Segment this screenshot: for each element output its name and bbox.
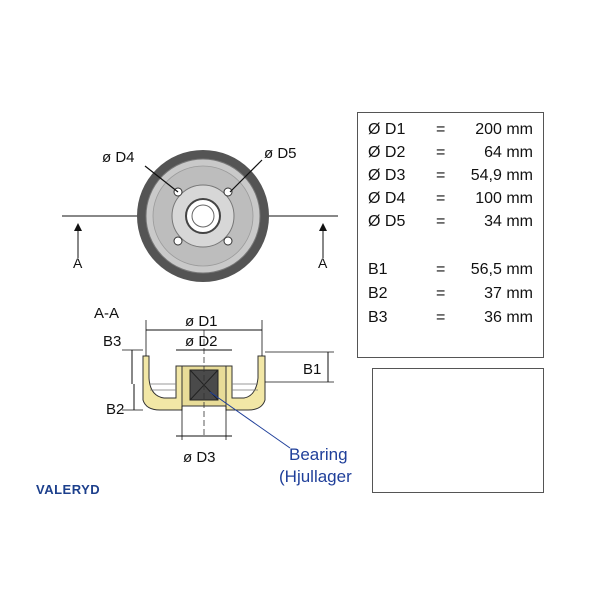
bolt-hole xyxy=(223,187,233,197)
label-d2: ø D2 xyxy=(185,333,218,350)
spec-row: B2 = 37 mm xyxy=(358,285,543,307)
spec-row: Ø D3 = 54,9 mm xyxy=(358,167,543,189)
spec-equals: = xyxy=(436,190,446,207)
section-view: A-A ø D1 ø D2 B1 B3 B2 xyxy=(94,305,352,486)
spec-equals: = xyxy=(436,167,446,184)
spec-value: 36 mm xyxy=(484,309,533,326)
d5-leader xyxy=(229,159,263,193)
bolt-hole xyxy=(173,236,183,246)
spec-key: Ø D4 xyxy=(368,190,406,207)
label-bearing: Bearing xyxy=(289,445,348,464)
spec-equals: = xyxy=(436,144,446,161)
label-section-a-right: A xyxy=(318,255,328,271)
spec-key: Ø D1 xyxy=(368,121,406,138)
spec-row: Ø D5 = 34 mm xyxy=(358,213,543,235)
specification-table: Ø D1 = 200 mm Ø D2 = 64 mm Ø D3 = 54,9 mm Ø D4 = 10… xyxy=(357,112,544,358)
spec-key: B1 xyxy=(368,261,388,278)
section-rib-lines xyxy=(150,383,258,391)
spec-equals: = xyxy=(436,261,446,278)
label-d4: ø D4 xyxy=(102,149,135,166)
brand-logo: VALERYD xyxy=(36,482,101,497)
spec-equals: = xyxy=(436,309,446,326)
spec-row: Ø D4 = 100 mm xyxy=(358,190,543,212)
spec-key: B2 xyxy=(368,285,388,302)
label-d5: ø D5 xyxy=(264,145,297,162)
label-b1: B1 xyxy=(303,361,321,378)
d4-leader xyxy=(144,165,179,193)
label-d3: ø D3 xyxy=(183,449,216,466)
spec-row: B3 = 36 mm xyxy=(358,309,543,331)
label-b3: B3 xyxy=(103,333,121,350)
spec-value: 56,5 mm xyxy=(470,261,533,278)
label-b2: B2 xyxy=(106,401,124,418)
spec-key: Ø D2 xyxy=(368,144,406,161)
spec-value: 37 mm xyxy=(484,285,533,302)
spec-value: 64 mm xyxy=(484,144,533,161)
bolt-hole xyxy=(223,236,233,246)
spec-equals: = xyxy=(436,285,446,302)
label-section-a-left: A xyxy=(73,255,83,271)
spec-equals: = xyxy=(436,121,446,138)
front-view: ø D4 ø D5 A A xyxy=(62,145,338,282)
spec-value: 100 mm xyxy=(475,190,533,207)
spec-row: Ø D1 = 200 mm xyxy=(358,121,543,143)
spec-value: 34 mm xyxy=(484,213,533,230)
spec-key: Ø D5 xyxy=(368,213,406,230)
spec-key: B3 xyxy=(368,309,388,326)
photo-frame xyxy=(372,368,544,493)
label-d1: ø D1 xyxy=(185,313,218,330)
label-bearing-swedish: (Hjullager xyxy=(279,467,352,486)
spec-equals: = xyxy=(436,213,446,230)
spec-key: Ø D3 xyxy=(368,167,406,184)
spec-row: Ø D2 = 64 mm xyxy=(358,144,543,166)
hub-bore xyxy=(191,204,215,228)
spec-value: 54,9 mm xyxy=(470,167,533,184)
section-title: A-A xyxy=(94,305,119,322)
bearing-leader xyxy=(209,391,291,449)
spec-value: 200 mm xyxy=(475,121,533,138)
spec-row: B1 = 56,5 mm xyxy=(358,261,543,283)
